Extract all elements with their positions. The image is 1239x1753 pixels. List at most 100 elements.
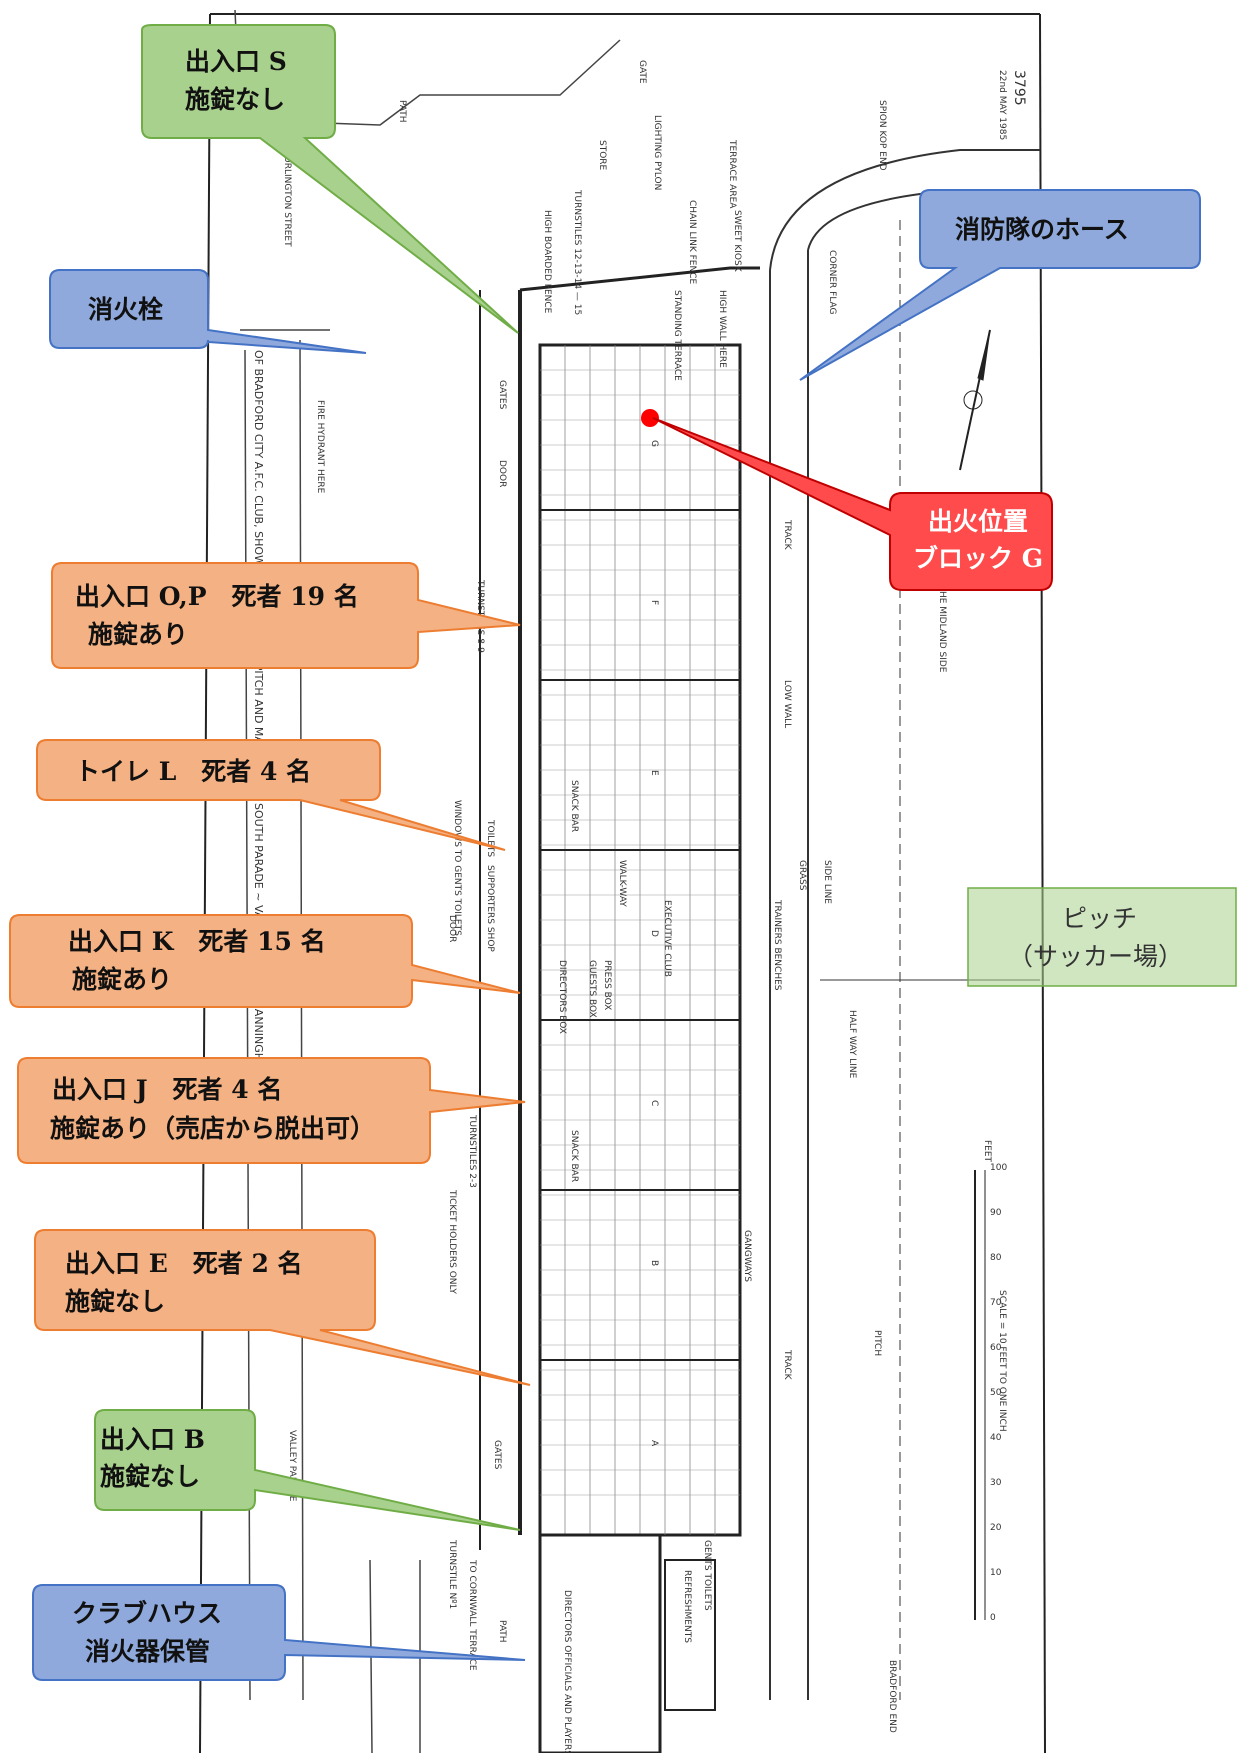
callout-exit-k-line2: 施錠あり xyxy=(72,965,172,994)
label-toilets: TOILETS xyxy=(485,819,495,857)
label-cornwall: TO CORNWALL TERRACE xyxy=(467,1559,477,1671)
pitch-label-line2: （サッカー場） xyxy=(1008,942,1183,971)
main-stand xyxy=(479,266,760,1753)
callout-toilet-l: トイレ L 死者 4 名 xyxy=(36,739,506,851)
label-turnstiles-top: TURNSTILES 12-13-14 — 15 xyxy=(572,189,582,315)
scale-tick: 20 xyxy=(990,1523,1002,1533)
label-guests-box: GUESTS BOX xyxy=(587,960,597,1018)
label-gates-lower: GATES xyxy=(492,1440,502,1470)
scale-tick: 30 xyxy=(990,1478,1002,1488)
label-gents-toilets: GENTS TOILETS xyxy=(702,1540,712,1611)
callout-hose-text: 消防隊のホース xyxy=(955,215,1129,244)
callout-exit-s-line1: 出入口 S xyxy=(185,47,287,76)
label-supporters-shop: SUPPORTERS SHOP xyxy=(485,865,495,952)
scale-tick: 0 xyxy=(990,1613,996,1623)
scale-tick: 60 xyxy=(990,1343,1002,1353)
callout-clubhouse: クラブハウス 消火器保管 xyxy=(32,1584,526,1681)
label-standing-terrace: STANDING TERRACE xyxy=(672,290,682,381)
callout-exit-s-line2: 施錠なし xyxy=(185,85,285,114)
label-burlington: BURLINGTON STREET xyxy=(282,150,292,247)
fire-origin-marker xyxy=(641,409,659,427)
scale-tick: 70 xyxy=(990,1298,1002,1308)
label-pitch: PITCH xyxy=(872,1330,882,1356)
label-gangways: GANGWAYS xyxy=(742,1230,752,1282)
label-spion-kop: SPION KOP END xyxy=(877,100,887,171)
callout-exit-op-line1: 出入口 O,P 死者 19 名 xyxy=(75,582,359,611)
callout-clubhouse-line1: クラブハウス xyxy=(72,1599,222,1628)
callout-fire-line1: 出火位置 xyxy=(928,507,1028,536)
label-club-house: DIRECTORS OFFICIALS AND PLAYERS CLUB HOU… xyxy=(562,1590,572,1753)
callout-exit-op: 出入口 O,P 死者 19 名 施錠あり xyxy=(51,562,521,669)
scale-tick: 100 xyxy=(990,1163,1007,1173)
label-refreshments: REFRESHMENTS xyxy=(682,1570,692,1643)
label-bradford-end: BRADFORD END xyxy=(887,1660,897,1733)
scale-tick: 10 xyxy=(990,1568,1002,1578)
callout-toilet-l-text: トイレ L 死者 4 名 xyxy=(75,757,311,786)
label-windows: WINDOWS TO GENTS TOILETS xyxy=(452,800,462,936)
label-side-line: SIDE LINE xyxy=(822,860,832,904)
block-label-e: E xyxy=(649,770,659,776)
callout-exit-k: 出入口 K 死者 15 名 施錠あり xyxy=(9,914,521,1008)
callout-hydrant: 消火栓 xyxy=(49,269,367,354)
callout-fire-line2: ブロック G xyxy=(913,544,1043,573)
label-path-lower: PATH xyxy=(497,1620,507,1643)
block-label-c: C xyxy=(649,1100,659,1106)
callout-exit-s: 出入口 S 施錠なし xyxy=(141,24,519,334)
label-scale: SCALE = 10 FEET TO ONE INCH xyxy=(997,1290,1007,1432)
block-label-f: F xyxy=(649,600,659,605)
label-turnstile-1: TURNSTILE Nº1 xyxy=(447,1539,457,1609)
label-date: 22nd MAY 1985 xyxy=(997,70,1007,140)
callout-exit-j: 出入口 J 死者 4 名 施錠あり（売店から脱出可） xyxy=(17,1057,526,1164)
scale-tick: 90 xyxy=(990,1208,1002,1218)
label-corner-flag: CORNER FLAG xyxy=(827,250,837,315)
scale-tick: 80 xyxy=(990,1253,1002,1263)
label-valley-parade: VALLEY PARADE xyxy=(287,1430,297,1502)
label-grass: GRASS xyxy=(797,860,807,891)
label-door-lower: DOOR xyxy=(447,915,457,942)
callout-exit-b-line1: 出入口 B xyxy=(100,1425,205,1454)
callout-exit-j-line1: 出入口 J 死者 4 名 xyxy=(52,1075,282,1104)
callout-exit-e: 出入口 E 死者 2 名 施錠なし xyxy=(34,1229,531,1386)
callout-exit-e-line2: 施錠なし xyxy=(65,1287,165,1316)
label-executive-club: EXECUTIVE CLUB xyxy=(662,900,672,977)
label-ticket-holders: TICKET HOLDERS ONLY xyxy=(447,1189,457,1294)
label-turnstiles-2-3: TURNSTILES 2-3 xyxy=(467,1114,477,1188)
callout-exit-e-line1: 出入口 E 死者 2 名 xyxy=(65,1249,303,1278)
label-half-way-line: HALF WAY LINE xyxy=(847,1010,857,1079)
label-terrace-area: TERRACE AREA xyxy=(727,139,737,209)
label-directors-box: DIRECTORS BOX xyxy=(557,960,567,1034)
label-trainers-benches: TRAINERS BENCHES xyxy=(772,899,782,991)
pitch-label-line1: ピッチ xyxy=(1062,904,1137,933)
block-label-b: B xyxy=(649,1260,659,1266)
label-high-boarded-fence: HIGH BOARDED FENCE xyxy=(542,210,552,314)
label-lighting-pylon: LIGHTING PYLON xyxy=(652,115,662,190)
scale-tick: 50 xyxy=(990,1388,1002,1398)
label-path-top: PATH xyxy=(397,100,407,123)
label-track-lower: TRACK xyxy=(782,1349,792,1381)
callout-hydrant-text: 消火栓 xyxy=(88,295,163,324)
scale-tick: 40 xyxy=(990,1433,1002,1443)
callout-exit-b: 出入口 B 施錠なし xyxy=(94,1409,521,1531)
block-label-g: G xyxy=(649,440,659,447)
label-gate: GATE xyxy=(637,60,647,84)
scale-ticks: 0 10 20 30 40 50 60 70 80 90 100 xyxy=(990,1163,1007,1623)
callout-exit-k-line1: 出入口 K 死者 15 名 xyxy=(68,927,326,956)
label-chain-link-fence: CHAIN LINK FENCE xyxy=(687,200,697,284)
label-walk-way: WALK-WAY xyxy=(617,860,627,907)
label-to-the-mid: TO THE MIDLAND SIDE xyxy=(937,569,947,673)
label-high-wall-here: HIGH WALL HERE xyxy=(717,290,727,368)
callout-exit-j-line2: 施錠あり（売店から脱出可） xyxy=(50,1114,375,1143)
label-track: TRACK xyxy=(782,519,792,551)
callout-fire: 出火位置 ブロック G xyxy=(652,417,1053,591)
label-store: STORE xyxy=(597,140,607,171)
label-snack-bar-2: SNACK BAR xyxy=(569,1130,579,1182)
compass-icon xyxy=(959,329,991,471)
callout-clubhouse-line2: 消火器保管 xyxy=(85,1637,210,1666)
label-snack-bar-1: SNACK BAR xyxy=(569,780,579,832)
label-door-upper: DOOR xyxy=(497,460,507,487)
label-fire-hydrant: FIRE HYDRANT HERE xyxy=(315,400,325,494)
pitch-label-box: ピッチ （サッカー場） xyxy=(967,887,1237,987)
label-press-box: PRESS BOX xyxy=(602,960,612,1010)
block-label-d: D xyxy=(649,930,659,937)
